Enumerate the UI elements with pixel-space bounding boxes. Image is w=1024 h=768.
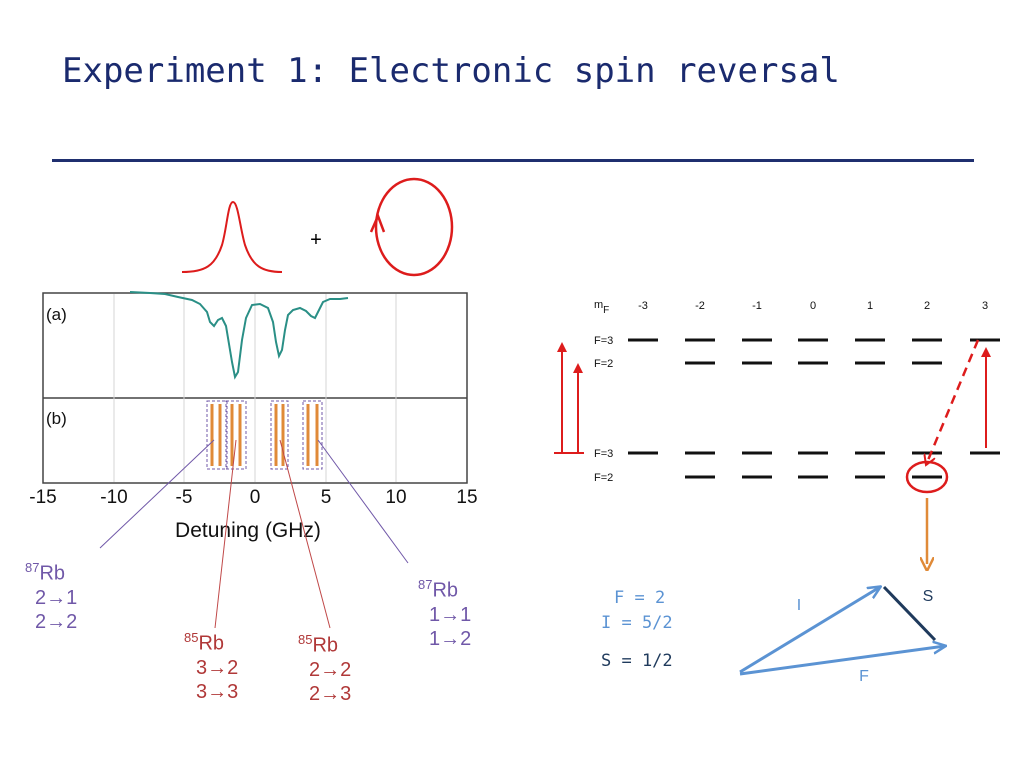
upper-f3-label: F=3	[594, 335, 613, 347]
svg-text:15: 15	[456, 487, 477, 508]
target-sublevel-highlight	[905, 460, 949, 494]
svg-text:0: 0	[250, 487, 261, 508]
lower-f3-label: F=3	[594, 448, 613, 460]
svg-text:-15: -15	[29, 487, 56, 508]
title-divider	[52, 159, 974, 162]
svg-text:5: 5	[321, 487, 332, 508]
svg-text:-5: -5	[176, 487, 193, 508]
decay-arrow	[926, 339, 980, 465]
leader-lines	[99, 439, 409, 629]
svg-text:10: 10	[385, 487, 406, 508]
svg-text:-1: -1	[752, 300, 762, 312]
svg-text:-2: -2	[695, 300, 705, 312]
vector-diagram: I S F	[739, 585, 945, 685]
f-vector	[739, 646, 945, 676]
x-tick-labels: -15 -10 -5 0 5 10 15	[29, 487, 477, 508]
svg-text:F: F	[859, 668, 869, 685]
quantum-number-i: I = 5/2	[601, 613, 673, 633]
quantum-number-s: S = 1/2	[601, 651, 673, 671]
gaussian-pulse-icon	[181, 200, 283, 273]
lower-f2-label: F=2	[594, 472, 613, 484]
x-axis-label: Detuning (GHz)	[175, 519, 321, 542]
slide-title: Experiment 1: Electronic spin reversal	[62, 51, 840, 91]
i-vector	[739, 587, 880, 674]
excitation-arrows	[554, 342, 991, 454]
panel-a-label: (a)	[46, 305, 67, 324]
mf-axis-label: mF	[594, 299, 609, 316]
polarization-arrow-icon	[369, 212, 386, 233]
quantum-number-f: F = 2	[614, 588, 666, 608]
plus-sign: +	[310, 229, 322, 251]
svg-text:-10: -10	[100, 487, 127, 508]
circular-polarization-icon	[374, 177, 454, 277]
mf-values: -3 -2 -1 0 1 2 3	[638, 300, 988, 312]
svg-text:2: 2	[924, 300, 930, 312]
upper-f2-label: F=2	[594, 358, 613, 370]
rb87-left-label: 87Rb 2→1 2→2	[25, 560, 78, 633]
svg-text:I: I	[797, 597, 801, 614]
s-vector	[882, 585, 937, 642]
rb85-right-label: 85Rb 2→2 2→3	[298, 632, 352, 705]
svg-text:1: 1	[867, 300, 873, 312]
svg-text:3: 3	[982, 300, 988, 312]
panel-b-label: (b)	[46, 409, 67, 428]
svg-text:0: 0	[810, 300, 816, 312]
rb85-left-label: 85Rb 3→2 3→3	[184, 630, 239, 703]
rb87-right-label: 87Rb 1→1 1→2	[418, 577, 472, 650]
transition-markers	[206, 400, 323, 470]
svg-text:S: S	[923, 588, 934, 605]
svg-text:-3: -3	[638, 300, 648, 312]
absorption-trace	[129, 291, 349, 380]
